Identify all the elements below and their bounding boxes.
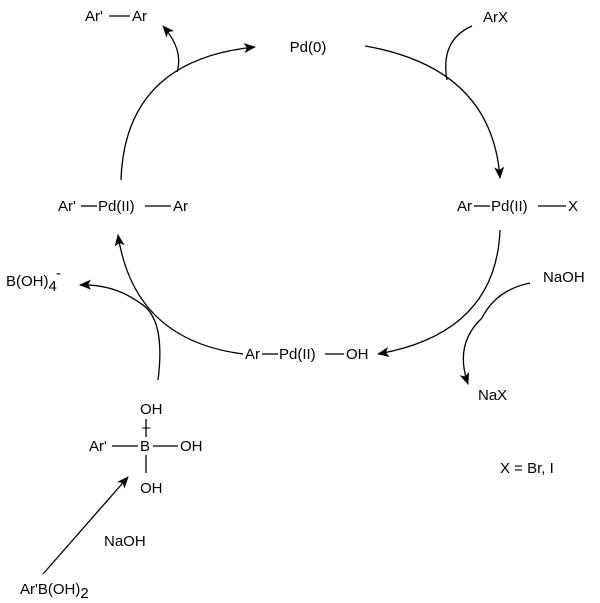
halide-note: X = Br, I — [500, 460, 554, 477]
cycle-arc-oxidative-addition — [364, 45, 505, 179]
boronate-oh-bottom: OH — [140, 480, 163, 497]
oa-complex-aryl: Ar — [457, 198, 472, 215]
coupling-product-aryl-right: Ar — [132, 8, 147, 25]
nax-byproduct: NaX — [478, 387, 507, 404]
arx-label: ArX — [483, 9, 508, 26]
borate-subscript: 4 — [49, 278, 57, 295]
cycle-arc-ligand-exchange — [377, 229, 501, 357]
pd0-label: Pd(0) — [290, 39, 327, 56]
coupling-product-aryl-left: Ar' — [85, 8, 103, 25]
hydroxo-complex-aryl: Ar — [245, 346, 260, 363]
activation-arrow — [42, 476, 129, 575]
diaryl-complex-aryl-right: Ar — [173, 198, 188, 215]
borate-charge: - — [56, 265, 61, 282]
borate-main-text: B(OH) — [6, 273, 49, 290]
boronic-acid: Ar'B(OH)2 — [20, 581, 89, 602]
boronate-oh-right: OH — [180, 438, 203, 455]
boronate-aryl: Ar' — [89, 438, 107, 455]
diaryl-complex-aryl-left: Ar' — [58, 198, 76, 215]
naoh-reagent-top: NaOH — [543, 269, 585, 286]
diaryl-complex-palladium: Pd(II) — [98, 198, 135, 215]
hydroxo-complex-hydroxide: OH — [346, 346, 369, 363]
boronate-entry-curve — [139, 302, 161, 381]
boronic-acid-main-text: Ar'B(OH) — [20, 581, 80, 598]
cycle-arc-reductive-elimination — [120, 43, 256, 181]
product-release-curve — [162, 25, 180, 73]
naoh-entry-curve — [481, 282, 531, 319]
borate-release-curve — [79, 279, 141, 304]
boronate-boron: B — [140, 438, 150, 455]
hydroxo-complex-palladium: Pd(II) — [279, 346, 316, 363]
boronic-acid-subscript: 2 — [80, 585, 88, 602]
cycle-arc-transmetalation — [114, 234, 244, 355]
borate-byproduct: B(OH)4- — [6, 265, 61, 295]
oa-complex-palladium: Pd(II) — [491, 198, 528, 215]
arx-entry-curve — [445, 25, 473, 81]
oa-complex-halide: X — [568, 198, 578, 215]
boronate-oh-top: OH — [140, 401, 163, 418]
nax-release-curve — [459, 317, 483, 385]
naoh-reagent-bottom: NaOH — [104, 533, 146, 550]
